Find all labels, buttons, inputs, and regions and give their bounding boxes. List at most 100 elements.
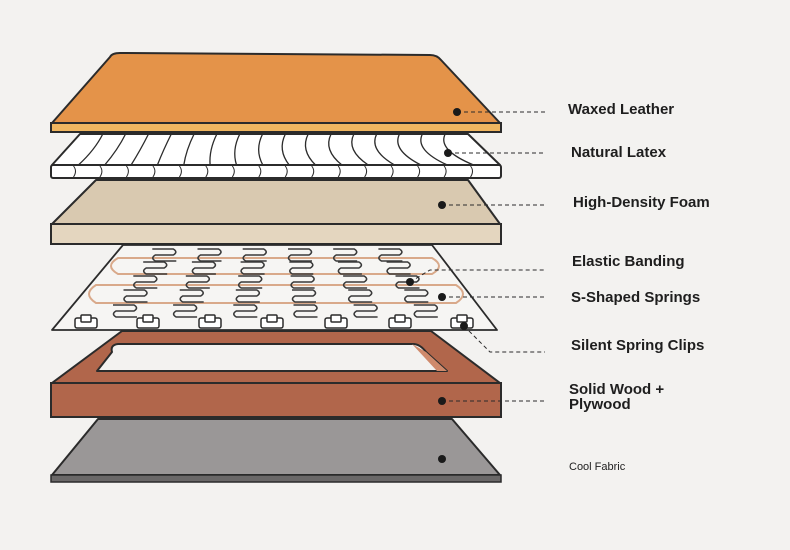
foam-top bbox=[51, 179, 501, 225]
spring-frame bbox=[51, 244, 498, 331]
s-spring bbox=[197, 248, 222, 262]
spring-clip-cap bbox=[456, 314, 468, 323]
latex-edge-rib bbox=[152, 165, 156, 178]
latex-rib bbox=[77, 133, 104, 166]
label-cool-fabric: Cool Fabric bbox=[569, 461, 626, 473]
s-spring bbox=[172, 304, 198, 318]
s-spring bbox=[242, 248, 267, 262]
latex-rib bbox=[328, 133, 343, 166]
spring-clip-cap bbox=[266, 314, 278, 323]
s-spring bbox=[386, 261, 411, 275]
dot-elastic-banding bbox=[406, 278, 414, 286]
s-spring bbox=[332, 248, 358, 262]
natural-latex-layer bbox=[50, 133, 502, 179]
solid-wood-layer bbox=[50, 330, 502, 418]
latex-edge-rib bbox=[364, 165, 368, 178]
latex-edge-rib bbox=[470, 165, 473, 178]
spring-clip-cap bbox=[330, 314, 342, 323]
dot-silent-spring-clips bbox=[460, 322, 468, 330]
elastic-band bbox=[110, 257, 440, 275]
spring-clip-cap bbox=[394, 314, 406, 323]
s-spring bbox=[179, 289, 204, 303]
elastic-bands bbox=[88, 257, 464, 304]
s-spring bbox=[191, 261, 217, 275]
latex-edge-rib bbox=[231, 165, 235, 178]
s-spring bbox=[287, 248, 313, 262]
leader-silent-spring-clips bbox=[463, 325, 545, 353]
latex-edge-rib bbox=[337, 165, 341, 178]
latex-edge-rib bbox=[417, 165, 421, 178]
s-spring bbox=[240, 261, 265, 275]
label-silent-spring-clips: Silent Spring Clips bbox=[571, 337, 705, 354]
s-spring bbox=[237, 275, 263, 289]
dot-waxed-leather bbox=[453, 108, 461, 116]
spring-frame-layer bbox=[51, 244, 498, 331]
latex-edge-rib bbox=[125, 165, 129, 178]
label-high-density-foam: High-Density Foam bbox=[573, 194, 710, 211]
cool-fabric-layer bbox=[50, 418, 502, 483]
cool-fabric-edge bbox=[50, 474, 502, 483]
natural-latex-top bbox=[51, 133, 501, 166]
s-spring bbox=[413, 304, 439, 318]
s-spring bbox=[353, 304, 378, 318]
wood-frame-edge bbox=[50, 382, 502, 418]
label-solid-wood-line1: Solid Wood + bbox=[569, 381, 665, 398]
label-elastic-banding: Elastic Banding bbox=[572, 253, 685, 270]
latex-edge-rib bbox=[258, 165, 262, 178]
leader-lines bbox=[409, 111, 545, 402]
s-springs bbox=[112, 248, 439, 318]
latex-edge-rib bbox=[311, 165, 315, 178]
latex-rib bbox=[183, 133, 195, 166]
s-spring bbox=[123, 289, 148, 303]
latex-rib bbox=[397, 133, 422, 166]
s-spring bbox=[233, 304, 258, 318]
s-spring bbox=[289, 261, 314, 275]
s-spring bbox=[293, 304, 318, 318]
latex-edge-rib bbox=[99, 165, 103, 178]
wood-inner-bevel bbox=[412, 344, 447, 371]
s-spring bbox=[378, 248, 403, 262]
dot-s-shaped-springs bbox=[438, 293, 446, 301]
natural-latex-edge bbox=[50, 164, 502, 179]
s-spring bbox=[347, 289, 373, 303]
latex-rib bbox=[104, 133, 127, 166]
latex-rib bbox=[234, 133, 241, 166]
latex-edge-ribs bbox=[73, 165, 473, 178]
dot-high-density-foam bbox=[438, 201, 446, 209]
label-solid-wood-line2: Plywood bbox=[569, 396, 631, 413]
latex-rib bbox=[258, 133, 264, 166]
latex-edge-rib bbox=[73, 165, 76, 178]
latex-rib bbox=[209, 133, 218, 166]
wood-frame-top bbox=[51, 330, 501, 384]
latex-edge-rib bbox=[390, 165, 394, 178]
latex-rib bbox=[281, 133, 290, 166]
waxed-leather-layer bbox=[50, 52, 502, 133]
s-spring bbox=[112, 304, 138, 318]
latex-edge-rib bbox=[205, 165, 209, 178]
cool-fabric-top bbox=[51, 418, 501, 476]
s-spring bbox=[342, 275, 368, 289]
s-spring bbox=[142, 261, 168, 275]
s-spring bbox=[404, 289, 429, 303]
dot-solid-wood bbox=[438, 397, 446, 405]
high-density-foam-layer bbox=[50, 179, 502, 245]
latex-edge-rib bbox=[178, 165, 182, 178]
leader-elastic-banding bbox=[409, 269, 545, 283]
latex-edge-rib bbox=[443, 165, 447, 178]
spring-clip-cap bbox=[204, 314, 216, 323]
waxed-leather-edge bbox=[50, 122, 502, 133]
s-spring bbox=[291, 289, 317, 303]
label-s-shaped-springs: S-Shaped Springs bbox=[571, 289, 701, 306]
waxed-leather-top bbox=[51, 52, 501, 124]
latex-rib bbox=[351, 133, 369, 166]
s-spring bbox=[133, 275, 158, 289]
dot-natural-latex bbox=[444, 149, 452, 157]
latex-rib bbox=[304, 133, 316, 166]
label-waxed-leather: Waxed Leather bbox=[568, 101, 675, 118]
s-spring bbox=[185, 275, 211, 289]
dot-cool-fabric bbox=[438, 455, 446, 463]
latex-rib bbox=[374, 133, 395, 166]
s-spring bbox=[290, 275, 315, 289]
latex-edge-rib bbox=[284, 165, 288, 178]
foam-edge bbox=[50, 223, 502, 245]
